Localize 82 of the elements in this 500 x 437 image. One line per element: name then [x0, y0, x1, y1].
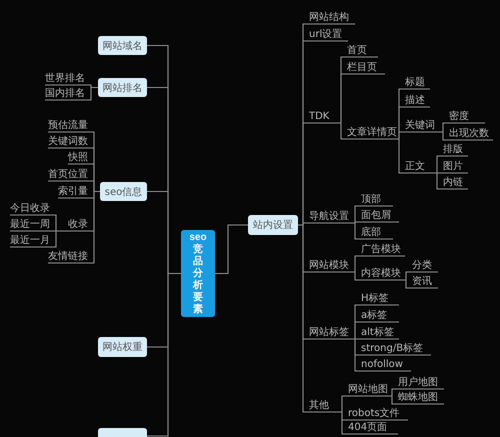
branch-label: 内容模块: [355, 268, 406, 281]
branch-label: 其他: [303, 400, 342, 413]
branch-label: 底部: [355, 227, 393, 240]
branch-label: 密度: [443, 111, 485, 124]
branch-label: 最近一周: [10, 219, 56, 232]
topic-box: 站内设置: [248, 215, 298, 235]
connector-line: [340, 122, 399, 140]
connector-line: [340, 73, 385, 124]
connector-line: [215, 224, 248, 274]
connector-line: [298, 224, 342, 413]
branch-label: 资讯: [406, 276, 438, 289]
branch-label: 网站模块: [303, 260, 355, 273]
branch-label: 预估流量: [48, 120, 94, 133]
branch-label: 收录: [68, 219, 94, 232]
topic-box: seo信息: [100, 182, 147, 201]
connector-line: [436, 155, 468, 174]
branch-label: 友情链接: [48, 251, 94, 264]
connector-line: [391, 395, 444, 405]
branch-label: 网站地图: [342, 384, 392, 397]
connector-line: [354, 222, 393, 240]
branch-label: 网站结构: [303, 12, 355, 25]
branch-label: nofollow: [355, 359, 411, 372]
connector-line: [354, 271, 406, 281]
branch-label: 用户地图: [392, 377, 444, 390]
branch-label: url设置: [303, 29, 348, 42]
connector-line: [354, 338, 411, 372]
topic-box: 网站排名: [98, 78, 147, 97]
branch-label: alt标签: [355, 327, 399, 340]
branch-label: 栏目页: [341, 62, 385, 75]
connector-line: [147, 272, 181, 437]
connector-line: [354, 205, 393, 224]
connector-line: [405, 279, 438, 289]
connector-line: [391, 388, 444, 397]
connector-line: [436, 172, 468, 174]
branch-label: 关键词: [399, 120, 443, 133]
connector-line: [341, 395, 392, 413]
connector-line: [398, 131, 443, 140]
connector-line: [10, 230, 68, 248]
branch-label: 导航设置: [303, 211, 355, 224]
branch-label: 最近一月: [10, 235, 56, 248]
branch-label: 广告模块: [355, 244, 405, 257]
branch-label: 文章详情页: [341, 127, 399, 140]
branch-label: robots文件: [342, 408, 408, 421]
central-topic-box: seo竞品分析要素: [181, 230, 215, 317]
branch-label: 蜘蛛地图: [392, 392, 444, 405]
branch-label: 标题: [399, 77, 430, 90]
connector-line: [398, 138, 437, 174]
branch-label: 排版: [437, 144, 468, 157]
branch-label: 内链: [437, 177, 468, 190]
branch-label: 首页位置: [48, 169, 94, 182]
connector-line: [354, 321, 399, 340]
connector-line: [442, 122, 485, 133]
connector-line: [436, 172, 468, 190]
connector-line: [354, 221, 399, 224]
branch-label: TDK: [303, 111, 341, 124]
connector-line: [354, 338, 399, 340]
branch-label: a标签: [355, 310, 399, 323]
topic-box: 网站权重: [98, 337, 147, 357]
connector-line: [442, 131, 493, 141]
branch-label: 关键词数: [48, 136, 94, 149]
connector-line: [341, 411, 398, 435]
branch-label: 404页面: [342, 422, 398, 435]
branch-label: 索引量: [58, 186, 94, 199]
branch-label: 面包屑: [355, 210, 399, 223]
branch-label: 世界排名: [45, 73, 91, 86]
topic-box: 网站域名: [98, 36, 147, 55]
branch-label: 快照: [68, 152, 94, 165]
branch-label: strong/B标签: [355, 343, 431, 356]
branch-label: 出现次数: [443, 128, 493, 141]
connector-line: [354, 255, 405, 273]
branch-label: H标签: [355, 293, 399, 306]
branch-label: 顶部: [355, 194, 393, 207]
connector-line: [405, 271, 438, 281]
branch-label: 分类: [406, 260, 438, 273]
branch-label: 正文: [399, 161, 437, 174]
branch-label: 图片: [437, 161, 468, 174]
branch-label: 国内排名: [45, 88, 91, 101]
branch-label: 网站标签: [303, 327, 355, 340]
branch-label: 描述: [399, 95, 430, 108]
branch-label: 今日收录: [10, 203, 56, 216]
branch-label: 首页: [341, 45, 378, 58]
connector-line: [48, 190, 100, 264]
